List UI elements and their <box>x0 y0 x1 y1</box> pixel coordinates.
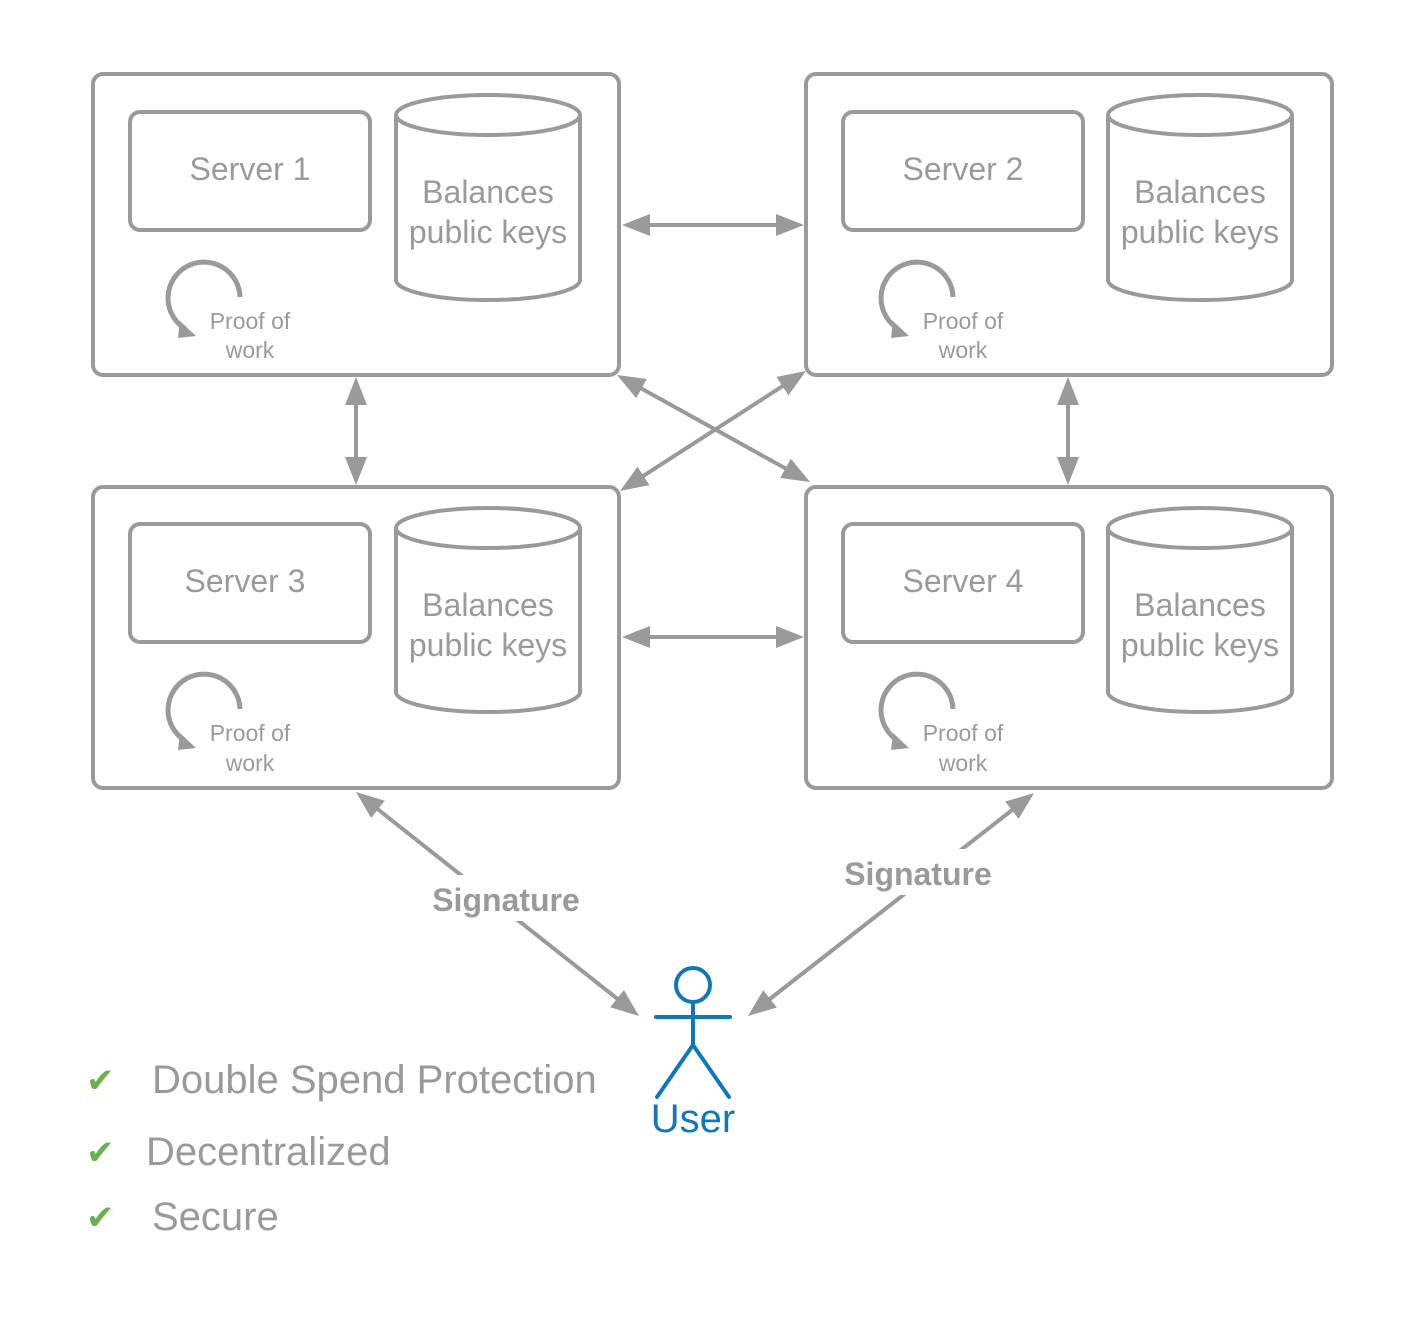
checkmark-icon: ✔ <box>86 1197 115 1238</box>
database-icon <box>394 93 582 302</box>
edge-node2-node3 <box>620 371 806 491</box>
feature-item: ✔ Secure <box>86 1195 279 1240</box>
svg-text:Signature: Signature <box>432 882 580 918</box>
database-label-line2: public keys <box>409 627 567 663</box>
arrowhead-icon <box>1057 457 1079 485</box>
server-label: Server 1 <box>190 151 311 187</box>
arrowhead-icon <box>780 458 810 482</box>
node-frame <box>804 72 1334 377</box>
proof-of-work-icon <box>878 671 956 750</box>
node-1: Server 1 Balances public keys Proof of w… <box>91 72 621 377</box>
proof-of-work-icon <box>165 259 243 338</box>
server-box <box>841 522 1085 644</box>
database-label-line1: Balances <box>1134 174 1266 210</box>
arrowhead-icon <box>620 466 650 491</box>
database-label-line2: public keys <box>1121 627 1279 663</box>
proof-of-work-icon <box>165 671 243 750</box>
database-label-line1: Balances <box>1134 587 1266 623</box>
server-box <box>841 110 1085 232</box>
arrowhead-icon <box>1057 377 1079 405</box>
database-icon <box>1106 93 1294 302</box>
connector-line <box>765 806 1017 1003</box>
database-icon <box>1106 506 1294 714</box>
signature-label-right: Signature <box>832 849 1004 895</box>
user-label: User <box>651 1097 735 1141</box>
database-icon <box>394 506 582 714</box>
feature-label: Secure <box>152 1195 279 1239</box>
proof-of-work-label-line1: Proof of <box>210 720 291 746</box>
proof-of-work-label-line2: work <box>938 337 988 363</box>
checkmark-icon: ✔ <box>86 1060 115 1101</box>
node-frame <box>91 485 621 790</box>
edge-node1-node2 <box>622 214 804 236</box>
arrowhead-icon <box>776 214 804 236</box>
node-3: Server 3 Balances public keys Proof of w… <box>91 485 621 790</box>
arrowhead-icon <box>345 457 367 485</box>
server-box <box>128 110 372 232</box>
arrowhead-icon <box>622 214 650 236</box>
server-label: Server 3 <box>185 563 306 599</box>
connector-line <box>639 382 787 480</box>
arrowhead-icon <box>748 990 777 1016</box>
edge-node1-node3 <box>345 377 367 485</box>
signature-label-left: Signature <box>420 875 592 921</box>
database-label-line2: public keys <box>409 214 567 250</box>
feature-label: Double Spend Protection <box>152 1058 597 1102</box>
edge-node3-node4 <box>622 626 804 648</box>
feature-item: ✔ Decentralized <box>86 1130 391 1175</box>
proof-of-work-label-line1: Proof of <box>210 308 291 334</box>
server-box <box>128 522 372 644</box>
edge-user-node4 <box>748 793 1034 1016</box>
arrowhead-icon <box>356 792 385 819</box>
arrowhead-icon <box>1005 793 1034 819</box>
user-actor: User <box>651 966 735 1141</box>
proof-of-work-label-line2: work <box>938 750 988 776</box>
node-frame <box>804 485 1334 790</box>
server-label: Server 2 <box>903 151 1024 187</box>
svg-text:Signature: Signature <box>844 856 992 892</box>
edge-node2-node4 <box>1057 377 1079 485</box>
proof-of-work-label-line1: Proof of <box>923 308 1004 334</box>
server-label: Server 4 <box>903 563 1024 599</box>
arrowhead-icon <box>617 375 647 399</box>
arrowhead-icon <box>622 626 650 648</box>
arrowhead-icon <box>776 626 804 648</box>
proof-of-work-label-line2: work <box>225 337 275 363</box>
database-label-line1: Balances <box>422 587 554 623</box>
arrowhead-icon <box>610 989 639 1016</box>
feature-label: Decentralized <box>146 1130 391 1174</box>
node-4: Server 4 Balances public keys Proof of w… <box>804 485 1334 790</box>
proof-of-work-icon <box>878 259 956 338</box>
node-frame <box>91 72 621 377</box>
stick-figure-icon <box>654 966 732 1099</box>
proof-of-work-label-line2: work <box>225 750 275 776</box>
arrowhead-icon <box>776 371 806 396</box>
arrowhead-icon <box>345 377 367 405</box>
node-2: Server 2 Balances public keys Proof of w… <box>804 72 1334 377</box>
database-label-line2: public keys <box>1121 214 1279 250</box>
checkmark-icon: ✔ <box>86 1132 115 1173</box>
feature-item: ✔ Double Spend Protection <box>86 1058 597 1103</box>
proof-of-work-label-line1: Proof of <box>923 720 1004 746</box>
database-label-line1: Balances <box>422 174 554 210</box>
